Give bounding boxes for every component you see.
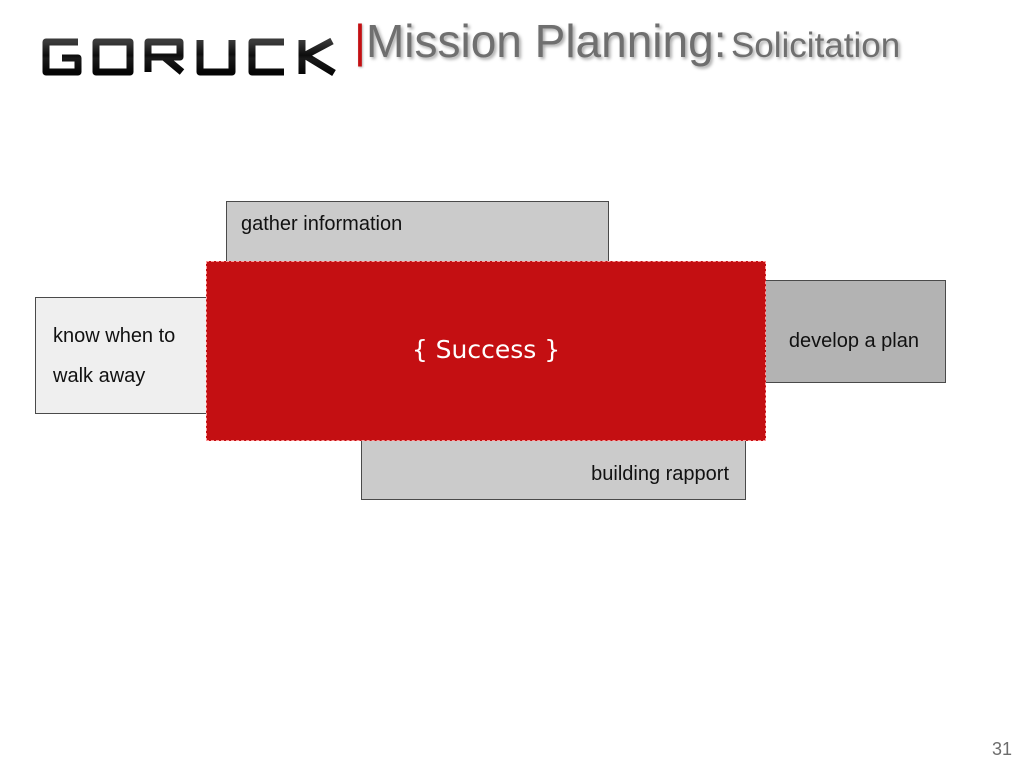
page-number: 31 [991, 739, 1012, 759]
box-plan-label: develop a plan [788, 330, 919, 352]
success-center-box: { Success } [206, 261, 766, 441]
success-label: { Success } [411, 335, 561, 364]
box-walk-label-line1: know when to [53, 325, 176, 347]
slide-title: |Mission Planning: Solicitation [354, 18, 900, 64]
title-main: Mission Planning: [365, 15, 727, 67]
box-rapport-label: building rapport [591, 463, 729, 485]
title-subtitle: Solicitation [730, 26, 901, 65]
box-walk-label-line2: walk away [53, 365, 146, 387]
box-gather-label: gather information [241, 213, 403, 235]
goruck-logo [42, 37, 336, 76]
title-separator: | [354, 15, 366, 67]
